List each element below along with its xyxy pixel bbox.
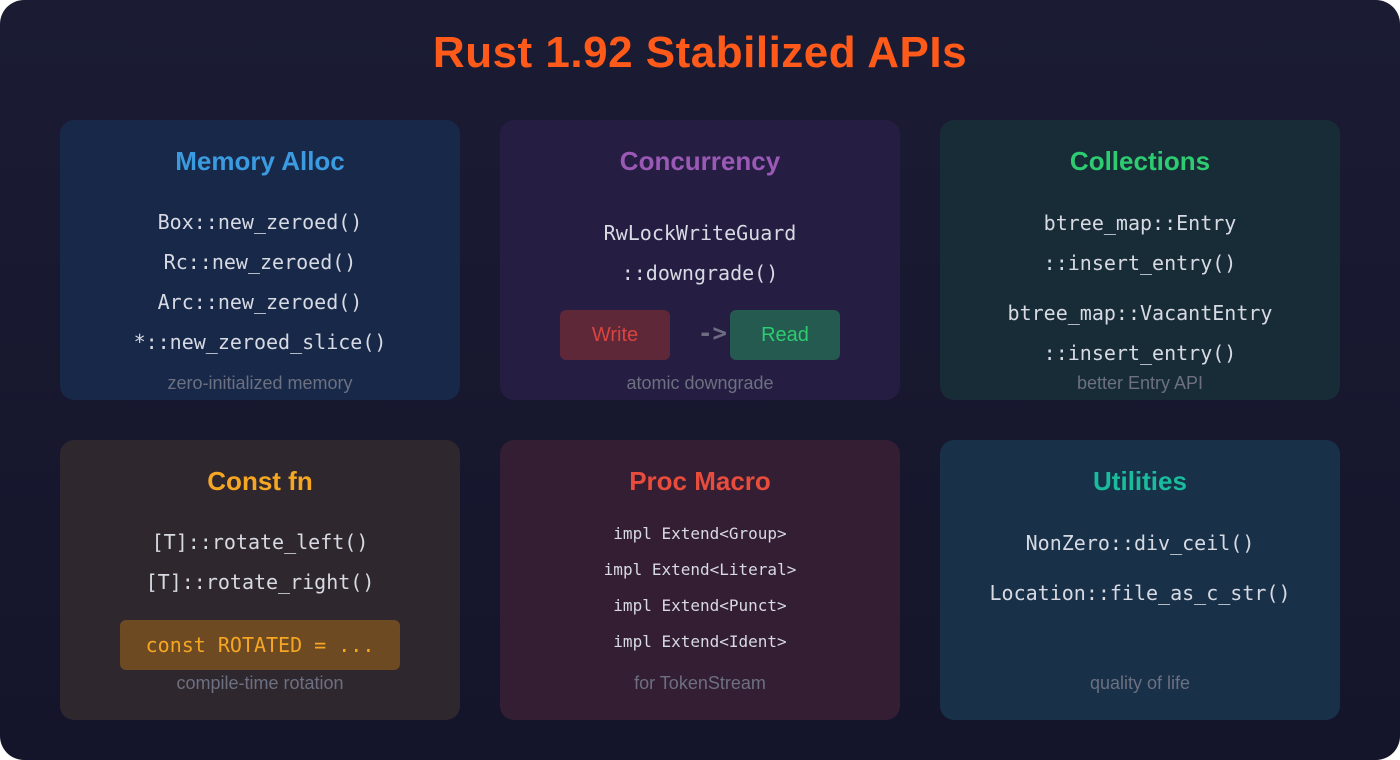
card-concurrency: Concurrency RwLockWriteGuard ::downgrade… (500, 120, 900, 400)
api-line: Arc::new_zeroed() (157, 290, 363, 314)
api-line: Box::new_zeroed() (157, 210, 363, 234)
api-line: Location::file_as_c_str() (989, 581, 1291, 605)
card-title: Concurrency (619, 146, 781, 176)
api-line: impl Extend<Group> (613, 524, 787, 543)
card-collections: Collections btree_map::Entry ::insert_en… (940, 120, 1340, 400)
read-lock-box: Read (730, 310, 840, 360)
card-title: Utilities (1093, 466, 1187, 496)
api-line: [T]::rotate_left() (151, 530, 369, 554)
api-line: ::insert_entry() (1043, 251, 1237, 275)
api-line: [T]::rotate_right() (145, 570, 375, 594)
card-proc-macro: Proc Macro impl Extend<Group> impl Exten… (500, 440, 900, 720)
card-caption: atomic downgrade (626, 373, 774, 393)
card-title: Collections (1069, 146, 1211, 176)
api-line: Rc::new_zeroed() (163, 250, 357, 274)
api-line: NonZero::div_ceil() (1025, 531, 1255, 555)
card-caption: quality of life (1089, 673, 1191, 693)
api-line: impl Extend<Punct> (613, 596, 787, 615)
api-line: impl Extend<Literal> (603, 560, 797, 579)
page-title: Rust 1.92 Stabilized APIs (432, 28, 968, 77)
card-caption: compile-time rotation (176, 673, 344, 693)
api-line: *::new_zeroed_slice() (133, 330, 387, 354)
card-caption: zero-initialized memory (167, 373, 353, 393)
api-line: RwLockWriteGuard (603, 221, 797, 245)
write-lock-box: Write (560, 310, 670, 360)
card-title: Memory Alloc (175, 146, 345, 176)
const-example-box: const ROTATED = ... (120, 620, 400, 670)
api-line: ::insert_entry() (1043, 341, 1237, 365)
card-utilities: Utilities NonZero::div_ceil() Location::… (940, 440, 1340, 720)
downgrade-arrow: -> (698, 319, 727, 347)
card-caption: better Entry API (1076, 373, 1204, 393)
api-line: ::downgrade() (621, 261, 779, 285)
card-title: Const fn (207, 466, 313, 496)
api-line: btree_map::Entry (1043, 211, 1237, 235)
api-line: impl Extend<Ident> (613, 632, 787, 651)
card-caption: for TokenStream (634, 673, 766, 693)
card-memory-alloc: Memory Alloc Box::new_zeroed() Rc::new_z… (60, 120, 460, 400)
card-title: Proc Macro (629, 466, 771, 496)
api-line: btree_map::VacantEntry (1007, 301, 1273, 325)
card-const-fn: Const fn [T]::rotate_left() [T]::rotate_… (60, 440, 460, 720)
